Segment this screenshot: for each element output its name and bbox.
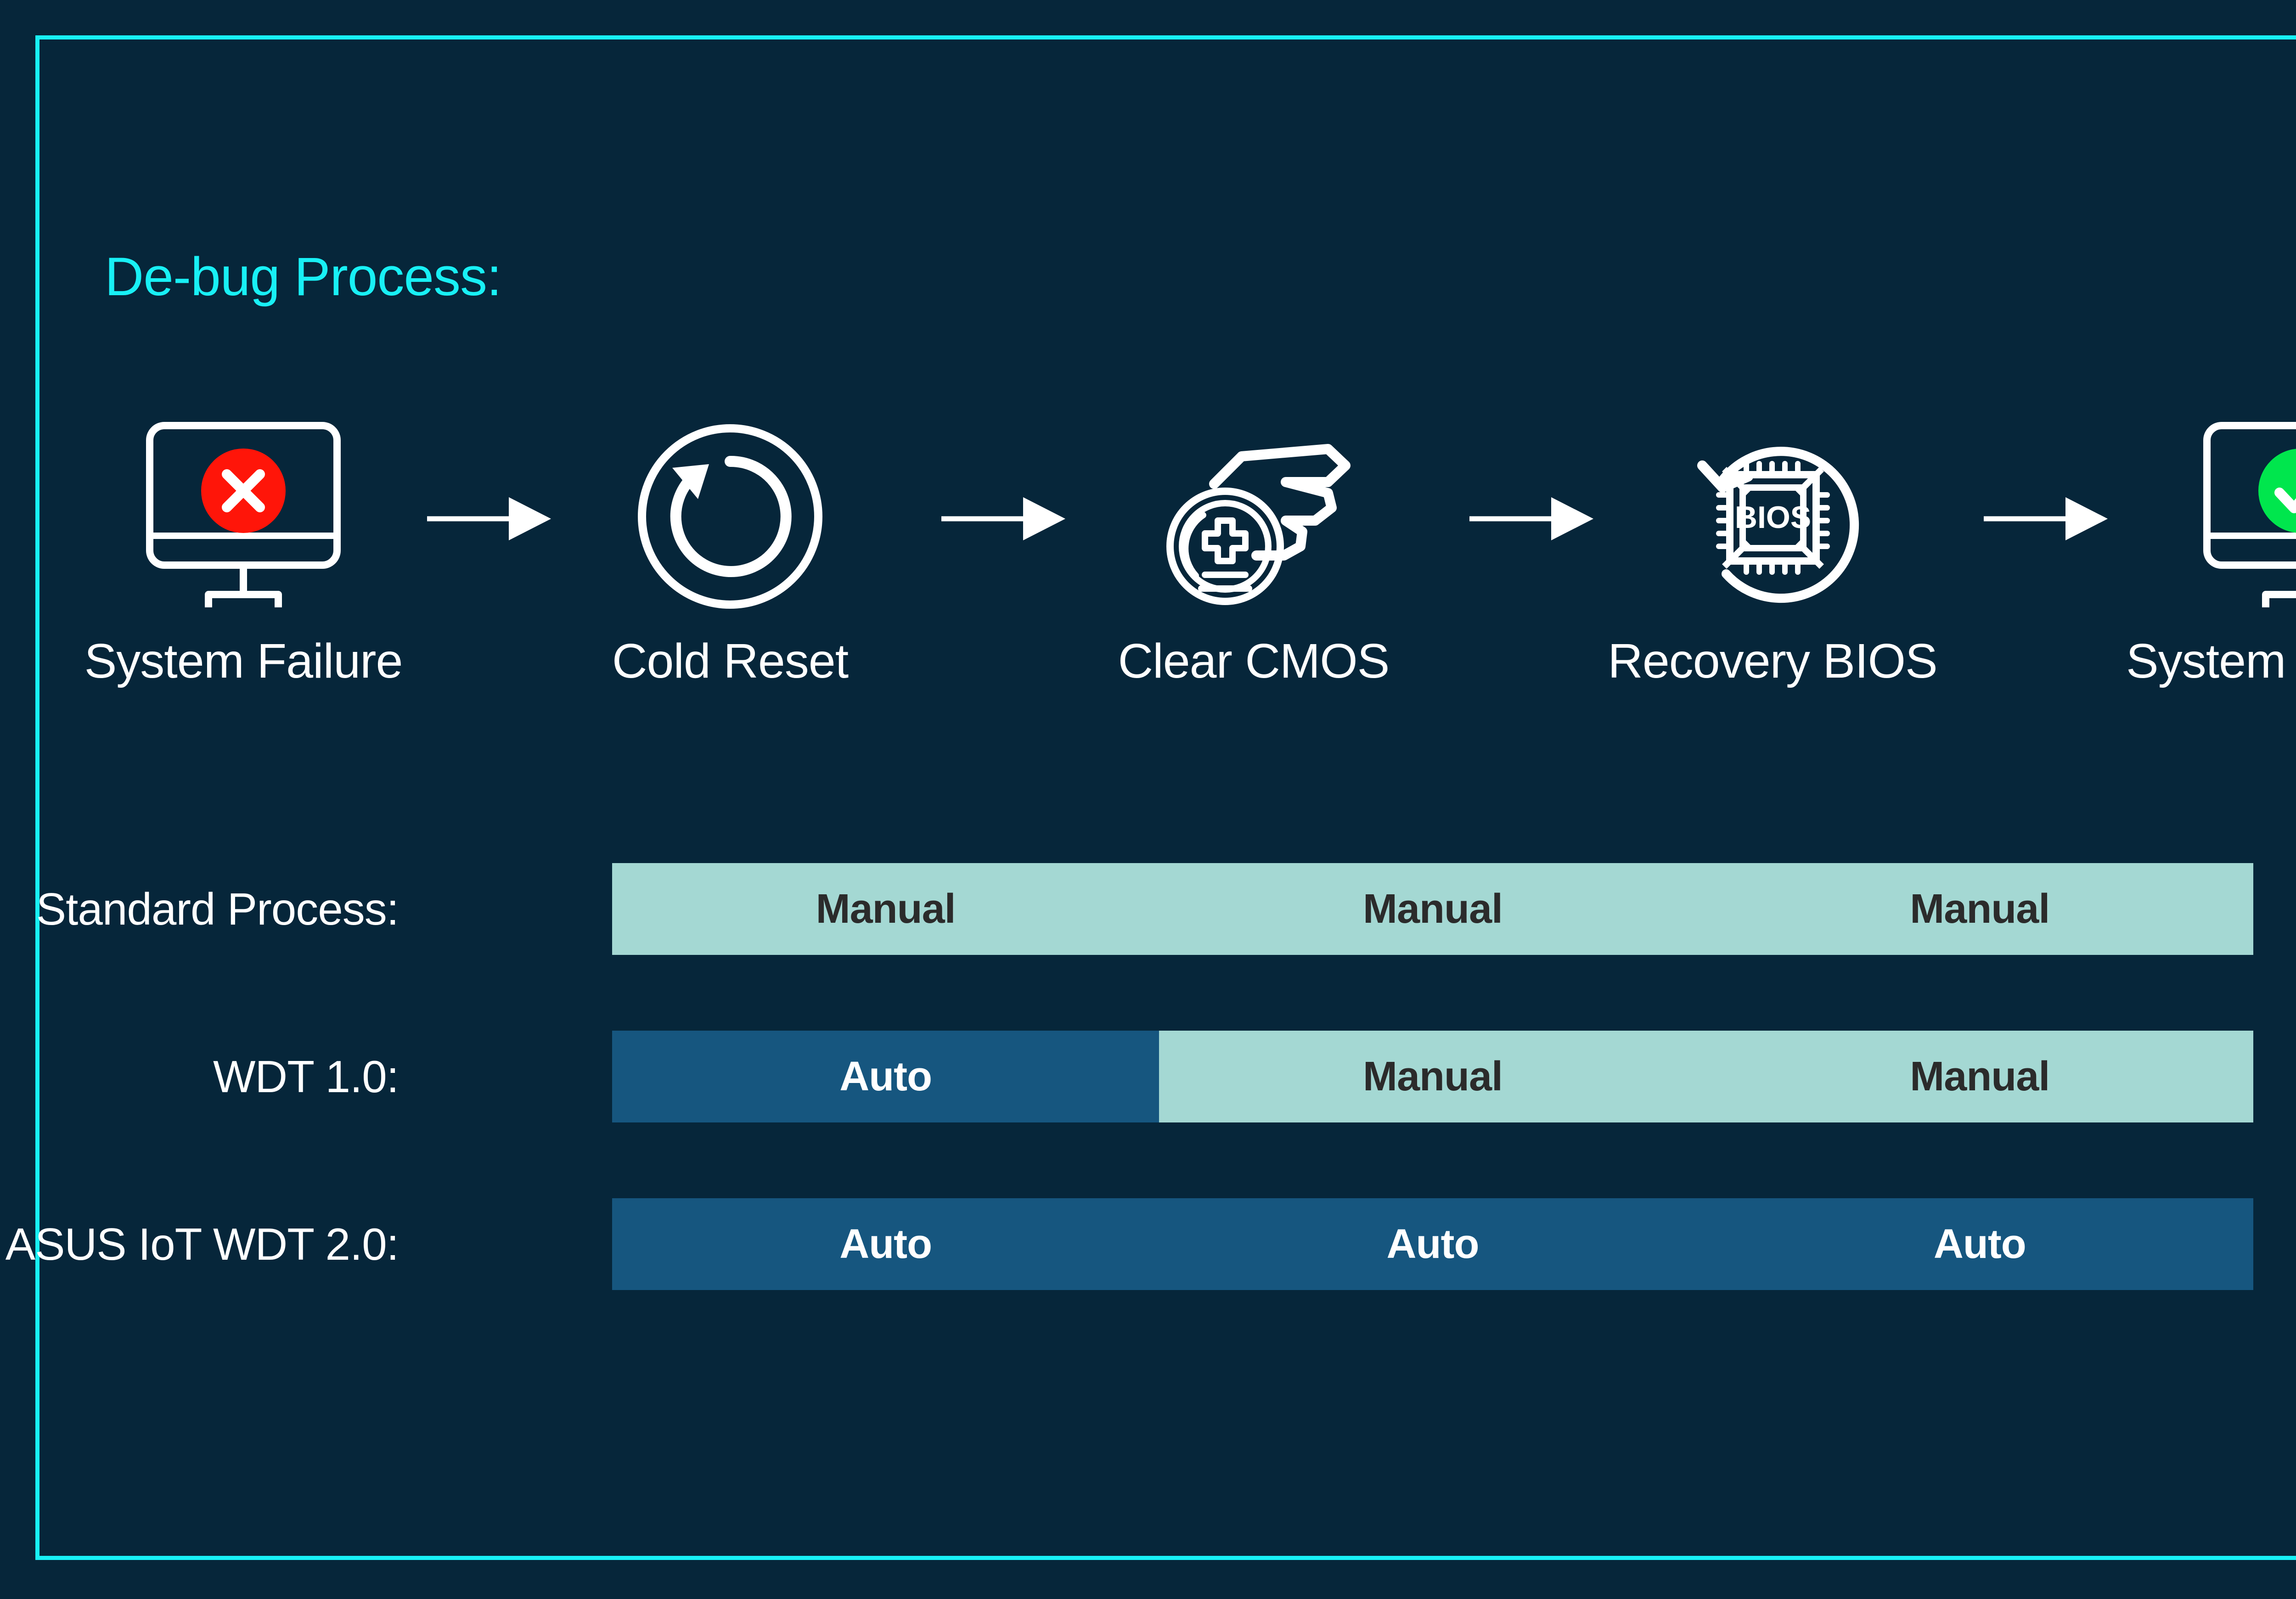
process-step-cold-reset: Cold Reset — [556, 404, 905, 689]
bar-segment: Auto — [1159, 1198, 1706, 1290]
process-step-system-failure: System Failure — [69, 404, 418, 689]
comparison-table: Standard Process: Manual Manual Manual ~… — [0, 863, 2296, 1366]
row-label-text: Standard Process: — [36, 883, 399, 934]
step-label: System Resume — [2126, 634, 2296, 688]
bar-segment: Manual — [1159, 863, 1706, 955]
arrow-right-icon — [937, 494, 1075, 544]
arrow-right-icon — [1465, 494, 1603, 544]
step-label: Clear CMOS — [1118, 634, 1390, 688]
process-step-recovery-bios: BIOS Recovery BIOS — [1598, 404, 1947, 689]
hand-battery-icon — [1079, 404, 1428, 629]
bar-segment: Auto — [612, 1198, 1159, 1290]
monitor-error-icon — [69, 404, 418, 629]
monitor-success-icon — [2126, 404, 2296, 629]
bar-segment: Manual — [1706, 1031, 2253, 1122]
row-label-wdt-1: WDT 1.0: — [213, 1031, 399, 1122]
cyan-frame-border — [35, 35, 2296, 1560]
svg-text:BIOS: BIOS — [1735, 500, 1811, 535]
row-label-text: WDT 1.0: — [213, 1051, 399, 1102]
table-row: Standard Process: Manual Manual Manual ~… — [0, 863, 2296, 1031]
row-bar-asus-iot-wdt-2: Auto Auto Auto — [612, 1198, 2253, 1290]
bios-chip-recovery-icon: BIOS — [1598, 404, 1947, 629]
step-label: Recovery BIOS — [1608, 634, 1937, 688]
bar-segment: Auto — [612, 1031, 1159, 1122]
process-step-system-resume: System Resume — [2126, 404, 2296, 689]
row-label-asus-iot-wdt-2: ★ ASUS IoT WDT 2.0: — [0, 1198, 399, 1290]
process-step-clear-cmos: Clear CMOS — [1079, 404, 1428, 689]
row-bar-wdt-1: Auto Manual Manual — [612, 1031, 2253, 1122]
arrow-right-icon — [1979, 494, 2117, 544]
step-label: Cold Reset — [612, 634, 849, 688]
step-label: System Failure — [84, 634, 403, 688]
bar-segment: Manual — [612, 863, 1159, 955]
arrow-right-icon — [422, 494, 560, 544]
table-row: WDT 1.0: Auto Manual Manual ~50 min — [0, 1031, 2296, 1198]
row-bar-standard-process: Manual Manual Manual — [612, 863, 2253, 955]
page-title: De-bug Process: — [105, 247, 502, 307]
bar-segment: Manual — [1159, 1031, 1706, 1122]
row-label-standard-process: Standard Process: — [36, 863, 399, 955]
bar-segment: Manual — [1706, 863, 2253, 955]
row-label-text: ASUS IoT WDT 2.0: — [5, 1218, 399, 1269]
table-row: ★ ASUS IoT WDT 2.0: Auto Auto Auto ~10 m… — [0, 1198, 2296, 1366]
process-flow: System Failure Cold Reset — [69, 404, 2296, 753]
bar-segment: Auto — [1706, 1198, 2253, 1290]
reset-circle-arrow-icon — [556, 404, 905, 629]
